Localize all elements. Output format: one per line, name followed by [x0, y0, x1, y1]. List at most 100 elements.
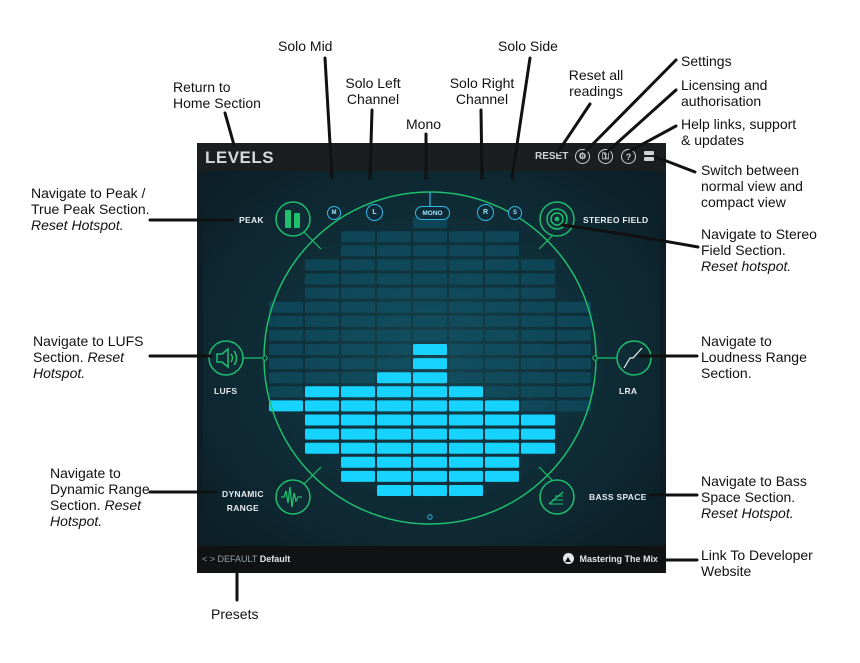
level-bar-unlit: [557, 358, 591, 370]
lra-label[interactable]: LRA: [619, 386, 638, 396]
annotation-mono: Mono: [406, 116, 442, 132]
callout-return-home: [223, 111, 236, 147]
lufs-label[interactable]: LUFS: [214, 386, 238, 396]
stereo-field-icon[interactable]: [539, 201, 575, 237]
level-bar-lit: [269, 400, 303, 412]
level-bar-unlit: [377, 245, 411, 257]
level-bar-unlit: [521, 344, 555, 355]
solo-mid-button[interactable]: M: [327, 206, 341, 220]
level-bar-lit: [449, 400, 483, 412]
level-bar-unlit: [413, 245, 447, 257]
level-bar-unlit: [521, 358, 555, 370]
level-bar-unlit: [449, 273, 483, 285]
level-bar-unlit: [377, 231, 411, 243]
level-bar-lit: [341, 414, 375, 426]
mono-button[interactable]: MONO: [415, 206, 450, 220]
annotation-peak: Navigate to Peak /True Peak Section.Rese…: [31, 185, 150, 233]
level-bar-unlit: [413, 315, 447, 327]
level-bar-unlit: [305, 344, 339, 355]
dynamic-range-wave-icon[interactable]: [275, 479, 311, 515]
level-bar-unlit: [377, 301, 411, 313]
level-bar-unlit: [341, 287, 375, 299]
level-bar-unlit: [449, 358, 483, 370]
level-bar-unlit: [485, 386, 519, 398]
preset-nav-arrows[interactable]: < >: [202, 554, 216, 564]
solo-right-button[interactable]: R: [477, 204, 494, 221]
level-bar-unlit: [377, 287, 411, 299]
level-bar-unlit: [269, 386, 303, 398]
level-bar-lit: [377, 485, 411, 496]
level-bar-unlit: [557, 400, 591, 412]
level-bar-unlit: [341, 344, 375, 355]
view-toggle-icon[interactable]: [644, 151, 654, 162]
level-bar-unlit: [485, 344, 519, 355]
bottom-bar: < > DEFAULT Default Mastering The Mix: [197, 546, 666, 573]
level-bar-unlit: [557, 344, 591, 355]
level-bar-lit: [413, 470, 447, 482]
level-bar-unlit: [485, 231, 519, 243]
level-bar-unlit: [341, 301, 375, 313]
solo-left-button[interactable]: L: [366, 204, 383, 221]
level-bar-unlit: [521, 372, 555, 384]
level-bar-unlit: [449, 372, 483, 384]
level-bar-lit: [341, 442, 375, 454]
bass-space-icon[interactable]: [539, 479, 575, 515]
solo-side-button[interactable]: S: [508, 206, 522, 220]
preset-selector[interactable]: < > DEFAULT Default: [202, 554, 291, 564]
level-bar-unlit: [341, 231, 375, 243]
home-title-button[interactable]: LEVELS: [205, 148, 275, 167]
settings-gear-icon[interactable]: ⚙: [575, 149, 590, 164]
level-bar-lit: [449, 456, 483, 468]
stereo-field-label[interactable]: STEREO FIELD: [583, 215, 649, 225]
help-icon[interactable]: ?: [621, 149, 636, 164]
lufs-speaker-icon[interactable]: [208, 340, 244, 376]
bass-space-label[interactable]: BASS SPACE: [589, 492, 647, 502]
level-bar-unlit: [305, 259, 339, 271]
level-bar-unlit: [485, 245, 519, 257]
level-bar-unlit: [413, 287, 447, 299]
level-bar-unlit: [341, 358, 375, 370]
level-bar-unlit: [485, 273, 519, 285]
level-bar-lit: [305, 414, 339, 426]
level-bar-unlit: [341, 372, 375, 384]
levels-plugin-window: LEVELS RESET ⚙ ⚿ ?: [197, 143, 666, 573]
level-bar-unlit: [485, 315, 519, 327]
level-bar-unlit: [485, 358, 519, 370]
level-bar-unlit: [557, 301, 591, 313]
peak-icon[interactable]: [275, 201, 311, 237]
level-bar-unlit: [341, 259, 375, 271]
reset-button[interactable]: RESET: [535, 151, 569, 162]
licensing-key-icon[interactable]: ⚿: [598, 149, 613, 164]
level-bar-lit: [413, 386, 447, 398]
level-bar-unlit: [305, 329, 339, 341]
level-bar-unlit: [557, 386, 591, 398]
level-bar-unlit: [269, 358, 303, 370]
lra-icon[interactable]: [616, 340, 652, 376]
meter-graphic: [208, 191, 652, 525]
annotation-solo-side: Solo Side: [498, 38, 558, 54]
level-bar-lit: [449, 470, 483, 482]
level-bar-unlit: [449, 329, 483, 341]
developer-link[interactable]: Mastering The Mix: [563, 553, 658, 564]
level-bar-lit: [449, 485, 483, 496]
peak-label[interactable]: PEAK: [239, 215, 264, 225]
level-bar-lit: [377, 386, 411, 398]
level-bar-unlit: [269, 301, 303, 313]
level-bar-unlit: [521, 329, 555, 341]
level-bar-unlit: [449, 344, 483, 355]
level-bar-unlit: [521, 400, 555, 412]
level-bar-unlit: [449, 245, 483, 257]
level-bar-unlit: [413, 259, 447, 271]
level-bar-unlit: [413, 231, 447, 243]
level-bar-unlit: [269, 344, 303, 355]
level-bar-unlit: [557, 329, 591, 341]
level-bar-unlit: [413, 273, 447, 285]
annotation-solo-mid: Solo Mid: [278, 38, 333, 54]
level-bar-lit: [341, 400, 375, 412]
level-bar-lit: [521, 414, 555, 426]
level-bar-unlit: [269, 329, 303, 341]
